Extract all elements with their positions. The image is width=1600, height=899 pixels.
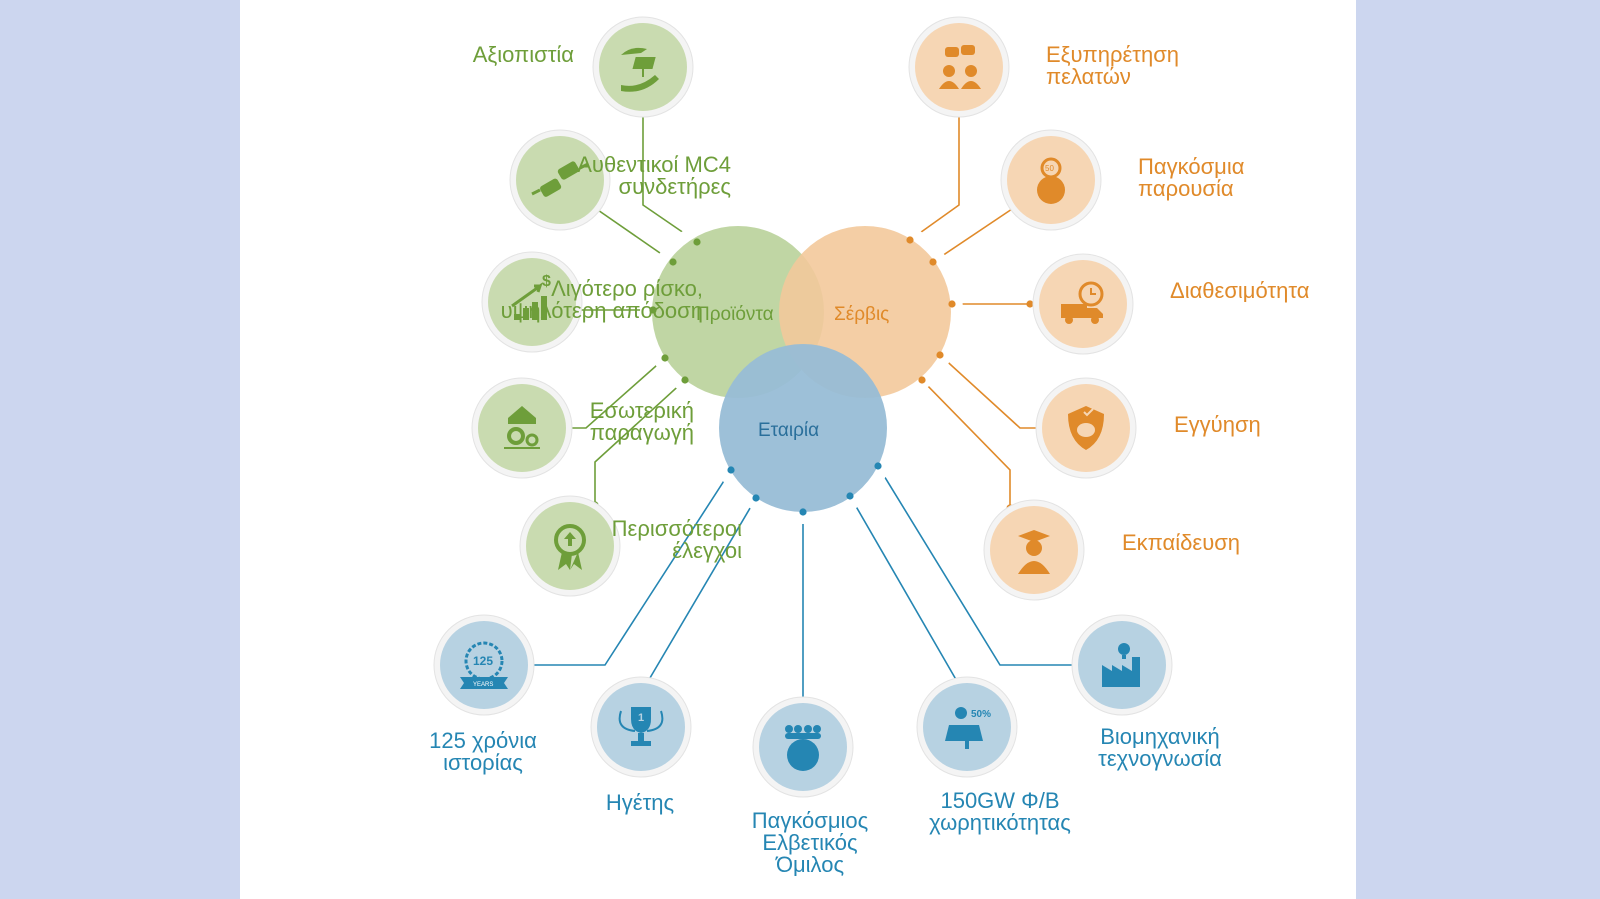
center-label-company: Εταιρία: [758, 420, 820, 441]
blue-connector-3: [849, 495, 959, 684]
quality-badge-icon: [554, 524, 586, 570]
center-label-products: Προϊόντα: [696, 304, 774, 325]
label-training: Εκπαίδευση: [1122, 530, 1241, 555]
svg-text:125: 125: [473, 654, 493, 668]
orange-connector-3: [939, 354, 1040, 429]
factory-gears-icon: [504, 406, 540, 449]
label-125-years: 125 χρόνια ιστορίας: [429, 728, 537, 775]
center-dot-2: [649, 306, 657, 314]
center-dot-5: [906, 236, 914, 244]
center-dot-12: [799, 508, 807, 516]
center-label-service: Σέρβις: [834, 304, 890, 325]
globe-pin-icon: 50: [1037, 157, 1065, 204]
label-industrial-knowhow: Βιομηχανική τεχνογνωσία: [1098, 724, 1222, 771]
label-more-checks: Περισσότεροι έλεγχοι: [611, 516, 742, 563]
center-dot-6: [929, 258, 937, 266]
label-leader: Ηγέτης: [605, 790, 675, 815]
delivery-truck-icon: [1061, 281, 1104, 324]
center-dot-3: [661, 354, 669, 362]
customer-chat-icon: [939, 45, 981, 89]
hands-solar-icon: [621, 47, 659, 92]
shield-piggy-icon: [1068, 406, 1104, 450]
orange-connector-4: [921, 379, 1011, 508]
connector-icon: [531, 161, 589, 197]
green-connector-4: [594, 379, 686, 505]
svg-text:1: 1: [638, 712, 644, 724]
label-less-risk: Λιγότερο ρίσκο, υψηλότερη απόδοση: [500, 276, 703, 323]
center-dot-11: [752, 494, 760, 502]
svg-text:50%: 50%: [971, 709, 991, 720]
blue-connector-4: [877, 465, 1078, 666]
svg-text:$: $: [542, 273, 551, 290]
center-dot-7: [948, 300, 956, 308]
solar-panel-icon: 50%: [945, 707, 991, 749]
venn-circles: [652, 226, 951, 512]
label-150gw: 150GW Φ/Β χωρητικότητας: [929, 788, 1071, 835]
blue-connector-1: [646, 497, 757, 684]
orange-connector-2-dot-a: [1026, 300, 1034, 308]
factory-idea-icon: [1102, 643, 1140, 687]
label-reliability: Αξιοπιστία: [472, 42, 574, 67]
green-connector-3: [566, 357, 666, 429]
blue-connector-0: [530, 469, 732, 666]
orange-connector-0: [909, 112, 960, 241]
center-dot-10: [727, 466, 735, 474]
label-swiss-group: Παγκόσμιος Ελβετικός Όμιλος: [751, 808, 869, 877]
label-global-presence: Παγκόσμια παρουσία: [1138, 154, 1245, 201]
center-dot-8: [936, 351, 944, 359]
label-warranty: Εγγύηση: [1174, 412, 1261, 437]
trophy-icon: 1: [618, 707, 664, 746]
company-circle: [719, 344, 887, 512]
people-globe-icon: [785, 725, 821, 771]
label-customer-service: Εξυπηρέτηση πελατών: [1046, 42, 1180, 89]
green-connector-0: [642, 112, 698, 243]
svg-text:50: 50: [1045, 164, 1054, 173]
green-node-3-disc: [478, 384, 566, 472]
center-dot-0: [693, 238, 701, 246]
orange-connector-1: [932, 206, 1016, 263]
graduate-icon: [1018, 530, 1050, 574]
label-in-house-production: Εσωτερική παραγωγή: [589, 398, 694, 445]
label-mc4-connectors: Αυθεντικοί MC4 συνδετήρες: [577, 152, 731, 199]
growth-chart-icon: $: [511, 273, 551, 320]
label-availability: Διαθεσιμότητα: [1170, 278, 1310, 303]
center-dot-4: [681, 376, 689, 384]
svg-text:YEARS: YEARS: [473, 682, 493, 688]
center-dot-9: [918, 376, 926, 384]
center-dot-14: [874, 462, 882, 470]
orange-node-0-disc: [915, 23, 1003, 111]
center-dot-1: [669, 258, 677, 266]
green-node-1-disc: [516, 136, 604, 224]
center-dot-13: [846, 492, 854, 500]
